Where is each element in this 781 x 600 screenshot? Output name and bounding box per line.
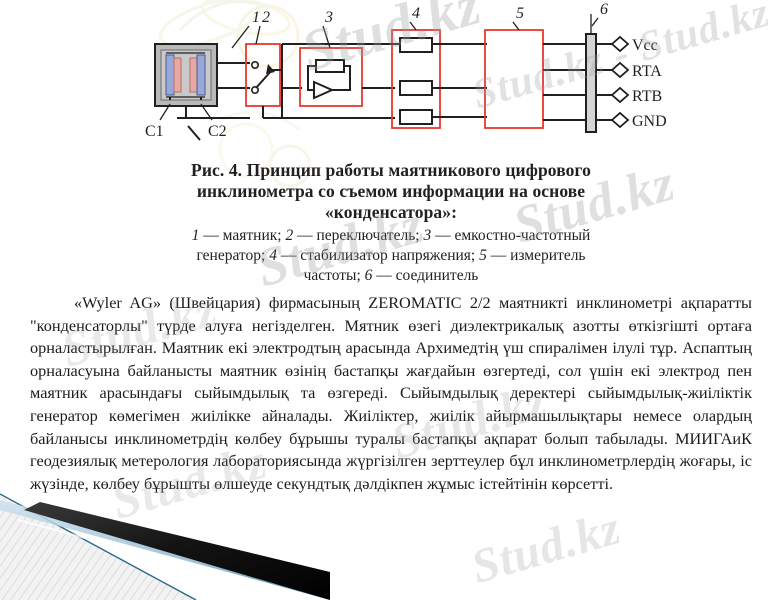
label-c1: C1: [145, 123, 164, 140]
callout-6: 6: [600, 1, 608, 18]
terminal-label-rta: RTA: [632, 63, 662, 80]
connector-block: [585, 14, 597, 133]
stabilizer-element-2: [399, 80, 433, 96]
caption-legend: 1 — маятник; 2 — переключатель; 3 — емко…: [96, 226, 686, 286]
callout-3: 3: [324, 9, 333, 26]
watermark-text: Stud.kz: [465, 501, 627, 594]
frequency-meter-block: [484, 29, 544, 129]
figure-inclinometer-diagram: .ln { stroke:#231f20; stroke-width:2; fi…: [0, 0, 781, 152]
body-paragraph: «Wyler AG» (Швейцария) фирмасының ZEROMA…: [30, 293, 752, 493]
callout-4: 4: [412, 5, 420, 22]
callout-1: 1: [252, 9, 260, 26]
callout-5: 5: [516, 5, 524, 22]
label-c2: C2: [208, 123, 227, 140]
callout-2: 2: [262, 9, 270, 26]
decorative-swoosh: [0, 480, 330, 600]
terminal-label-rtb: RTB: [632, 88, 662, 105]
switch-block: [245, 43, 282, 119]
terminal-label-gnd: GND: [632, 113, 667, 130]
stabilizer-element-1: [399, 37, 433, 53]
figure-caption: Рис. 4. Принцип работы маятникового цифр…: [96, 160, 686, 286]
caption-legend-line-1: 1 — маятник; 2 — переключатель; 3 — емко…: [191, 227, 591, 244]
stabilizer-element-3: [399, 109, 433, 125]
pendulum-block: [154, 43, 218, 107]
caption-title-line-2: инклинометра со съемом информации на осн…: [196, 181, 586, 201]
stabilizer-block: [391, 29, 441, 129]
terminal-diamonds: [610, 35, 630, 129]
caption-title-line-3: «конденсатора»:: [324, 202, 458, 222]
caption-legend-line-2: генератор; 4 — стабилизатор напряжения; …: [196, 247, 586, 264]
caption-title-line-1: Рис. 4. Принцип работы маятникового цифр…: [191, 160, 591, 180]
generator-block: [299, 47, 363, 107]
caption-legend-line-3: частоты; 6 — соединитель: [303, 267, 479, 284]
body-text-block: «Wyler AG» (Швейцария) фирмасының ZEROMA…: [30, 292, 752, 495]
terminal-label-vcc: Vcc: [632, 37, 658, 54]
capacitor-labels: C1 C2: [145, 103, 227, 141]
